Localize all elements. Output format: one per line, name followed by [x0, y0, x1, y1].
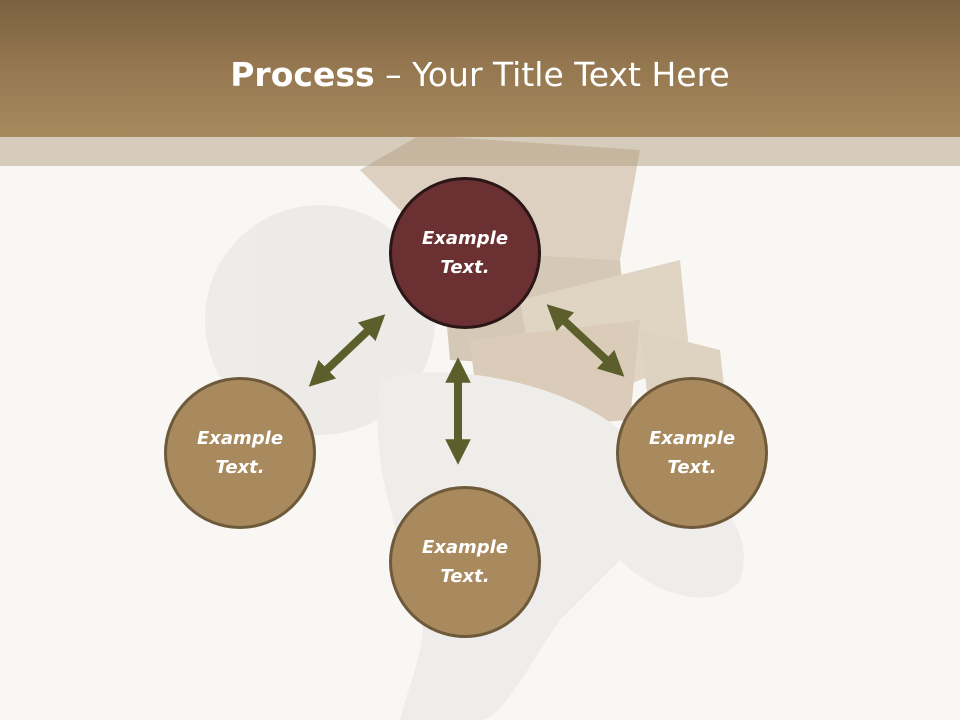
node-right-line2: Text.	[667, 457, 717, 478]
node-top-line2: Text.	[440, 257, 490, 278]
node-bottom-line1: Example	[421, 537, 509, 558]
node-right-line1: Example	[648, 428, 736, 449]
arrow-top-left	[308, 314, 386, 387]
slide-title-bold: Process	[230, 55, 375, 94]
slide-title: Process – Your Title Text Here	[0, 50, 960, 100]
node-left-line1: Example	[196, 428, 284, 449]
process-node-bottom[interactable]: Example Text.	[389, 486, 541, 638]
process-node-top[interactable]: Example Text.	[389, 177, 541, 329]
process-node-right[interactable]: Example Text.	[616, 377, 768, 529]
slide-title-rest: – Your Title Text Here	[374, 55, 730, 94]
title-banner-strip	[0, 137, 960, 166]
node-left-line2: Text.	[215, 457, 265, 478]
process-node-left[interactable]: Example Text.	[164, 377, 316, 529]
node-bottom-line2: Text.	[440, 566, 490, 587]
node-top-line1: Example	[421, 228, 509, 249]
title-banner	[0, 0, 960, 137]
arrow-top-right	[546, 304, 625, 377]
